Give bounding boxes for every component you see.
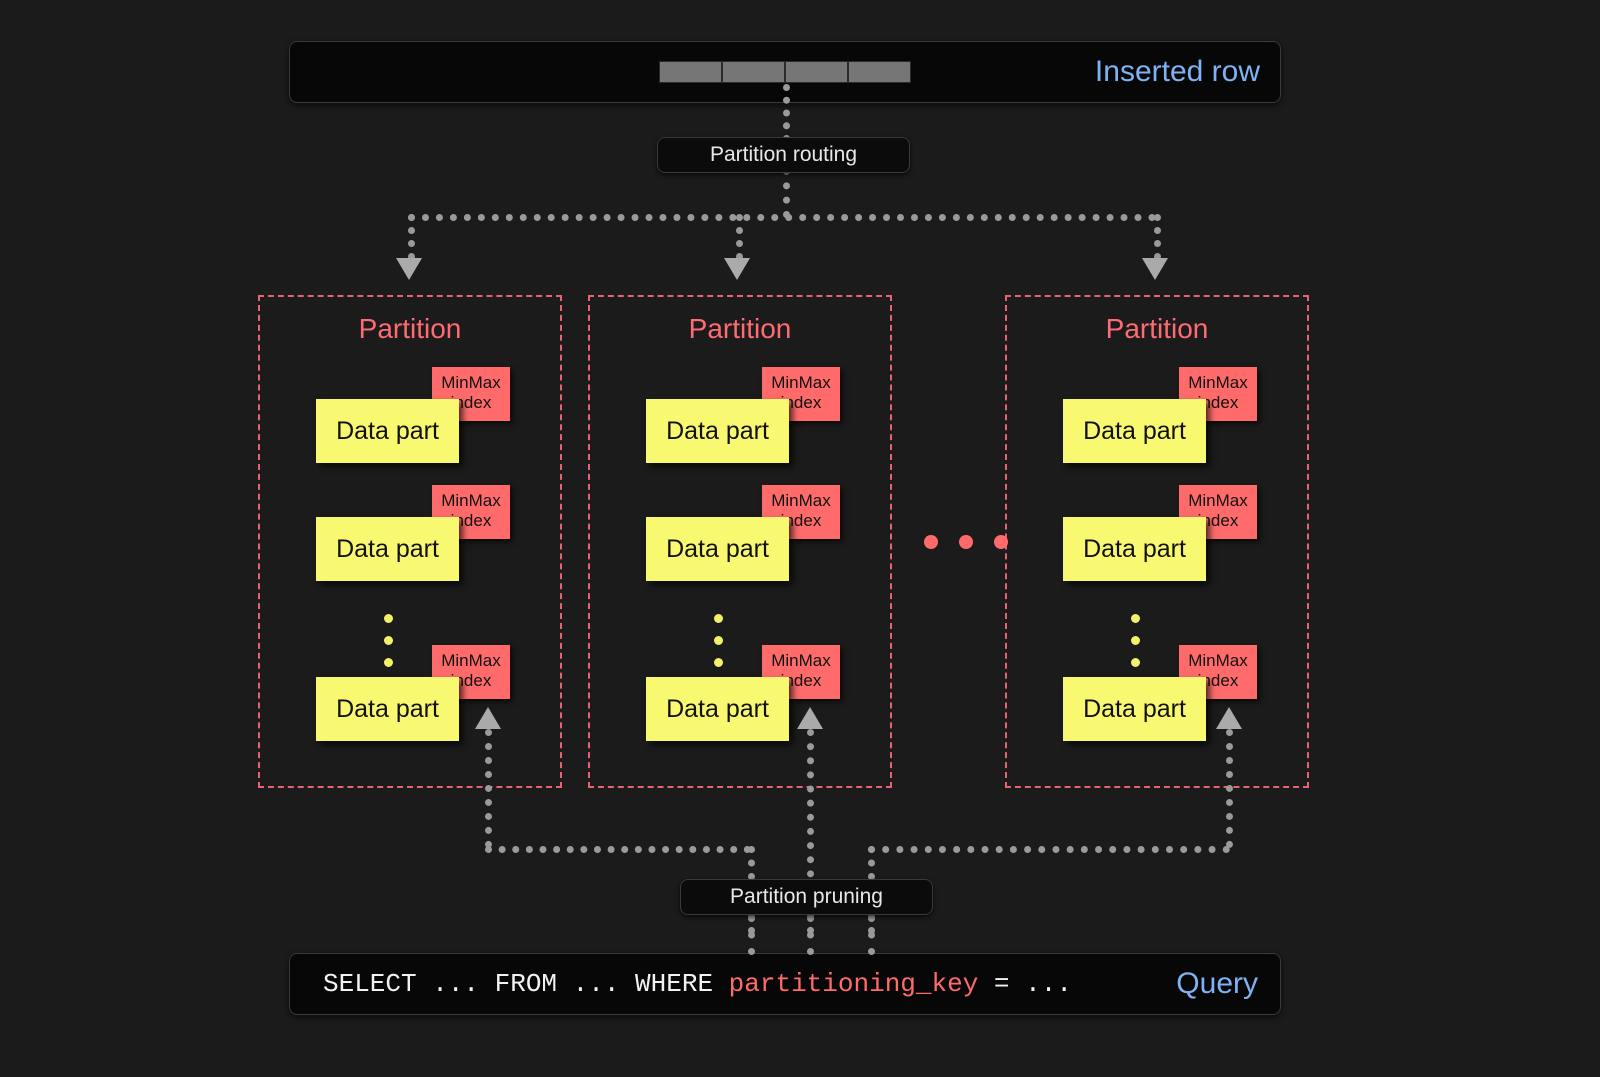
arrowhead-partition-1: [724, 258, 750, 280]
inserted-row-cells: [659, 61, 911, 83]
minmax-index-line1: MinMax: [441, 373, 501, 392]
connector-drop-partition-1: [736, 214, 743, 260]
partition-ellipsis: [924, 535, 1008, 549]
arrowhead-partition-2: [1142, 258, 1168, 280]
partition-box: Partition MinMax index Data part MinMax …: [1005, 295, 1309, 788]
minmax-index-line2: index: [780, 511, 822, 530]
query-suffix: = ...: [978, 969, 1072, 999]
arrowhead-pruning-partition-2: [1216, 707, 1242, 729]
arrowhead-pruning-partition-1: [797, 707, 823, 729]
query-partitioning-key: partitioning_key: [728, 969, 979, 999]
minmax-index-line1: MinMax: [441, 491, 501, 510]
minmax-index-line1: MinMax: [441, 651, 501, 670]
ellipsis-dot: [714, 636, 723, 645]
minmax-index-line1: MinMax: [771, 491, 831, 510]
minmax-index-line2: index: [780, 671, 822, 690]
ellipsis-dot: [714, 614, 723, 623]
connector-pruning-bus-left: [485, 846, 751, 853]
ellipsis-dot: [714, 658, 723, 667]
query-prefix: SELECT ... FROM ... WHERE: [323, 969, 729, 999]
ellipsis-dot: [994, 535, 1008, 549]
connector-fanout-bus: [408, 214, 1156, 221]
minmax-index-line1: MinMax: [1188, 491, 1248, 510]
ellipsis-dot: [1131, 658, 1140, 667]
minmax-index-box: MinMax index: [762, 485, 840, 539]
data-part-box: Data part: [316, 677, 459, 741]
connector-riser-partition-2: [1226, 729, 1233, 848]
data-part-ellipsis: [1131, 614, 1140, 680]
connector-riser-partition-1: [807, 729, 814, 934]
connector-pruning-bus-right: [868, 846, 1230, 853]
partition-title: Partition: [358, 313, 462, 344]
minmax-index-line2: index: [1197, 393, 1239, 412]
connector-pruning-to-query-0: [748, 915, 755, 955]
minmax-index-box: MinMax index: [1179, 367, 1257, 421]
data-part-box: Data part: [316, 399, 459, 463]
connector-drop-partition-2: [1154, 214, 1161, 260]
ellipsis-dot: [384, 658, 393, 667]
minmax-index-line1: MinMax: [771, 373, 831, 392]
minmax-index-line2: index: [450, 671, 492, 690]
minmax-index-line2: index: [450, 393, 492, 412]
data-part-ellipsis: [384, 614, 393, 680]
partition-box: Partition MinMax index Data part MinMax …: [258, 295, 562, 788]
minmax-index-line2: index: [780, 393, 822, 412]
row-cell: [722, 61, 785, 83]
minmax-index-line1: MinMax: [1188, 651, 1248, 670]
connector-drop-partition-0: [408, 214, 415, 260]
data-part-box: Data part: [1063, 399, 1206, 463]
data-part-box: Data part: [646, 677, 789, 741]
ellipsis-dot: [1131, 614, 1140, 623]
connector-pruning-to-query-2: [868, 915, 875, 955]
minmax-index-line1: MinMax: [771, 651, 831, 670]
row-cell: [785, 61, 848, 83]
minmax-index-line1: MinMax: [1188, 373, 1248, 392]
connector-row-to-routing: [783, 84, 790, 142]
inserted-row-label: Inserted row: [1094, 55, 1260, 88]
ellipsis-dot: [959, 535, 973, 549]
query-bar: SELECT ... FROM ... WHERE partitioning_k…: [289, 953, 1281, 1015]
partition-title: Partition: [688, 313, 792, 344]
minmax-index-line2: index: [1197, 511, 1239, 530]
partition-routing-label: Partition routing: [657, 137, 910, 173]
partition-pruning-label: Partition pruning: [680, 879, 933, 915]
data-part-box: Data part: [646, 517, 789, 581]
connector-routing-to-bus: [783, 168, 790, 218]
query-text: SELECT ... FROM ... WHERE partitioning_k…: [323, 969, 1072, 999]
data-part-box: Data part: [1063, 517, 1206, 581]
connector-riser-partition-0: [485, 729, 492, 848]
row-cell: [659, 61, 722, 83]
data-part-box: Data part: [316, 517, 459, 581]
partition-box: Partition MinMax index Data part MinMax …: [588, 295, 892, 788]
ellipsis-dot: [384, 614, 393, 623]
data-part-box: Data part: [1063, 677, 1206, 741]
connector-pruning-to-query-1: [807, 915, 814, 955]
row-cell: [848, 61, 911, 83]
minmax-index-box: MinMax index: [762, 367, 840, 421]
partition-title: Partition: [1105, 313, 1209, 344]
arrowhead-partition-0: [396, 258, 422, 280]
minmax-index-line2: index: [450, 511, 492, 530]
data-part-ellipsis: [714, 614, 723, 680]
ellipsis-dot: [384, 636, 393, 645]
query-label: Query: [1176, 967, 1258, 1000]
minmax-index-line2: index: [1197, 671, 1239, 690]
ellipsis-dot: [924, 535, 938, 549]
ellipsis-dot: [1131, 636, 1140, 645]
arrowhead-pruning-partition-0: [475, 707, 501, 729]
data-part-box: Data part: [646, 399, 789, 463]
